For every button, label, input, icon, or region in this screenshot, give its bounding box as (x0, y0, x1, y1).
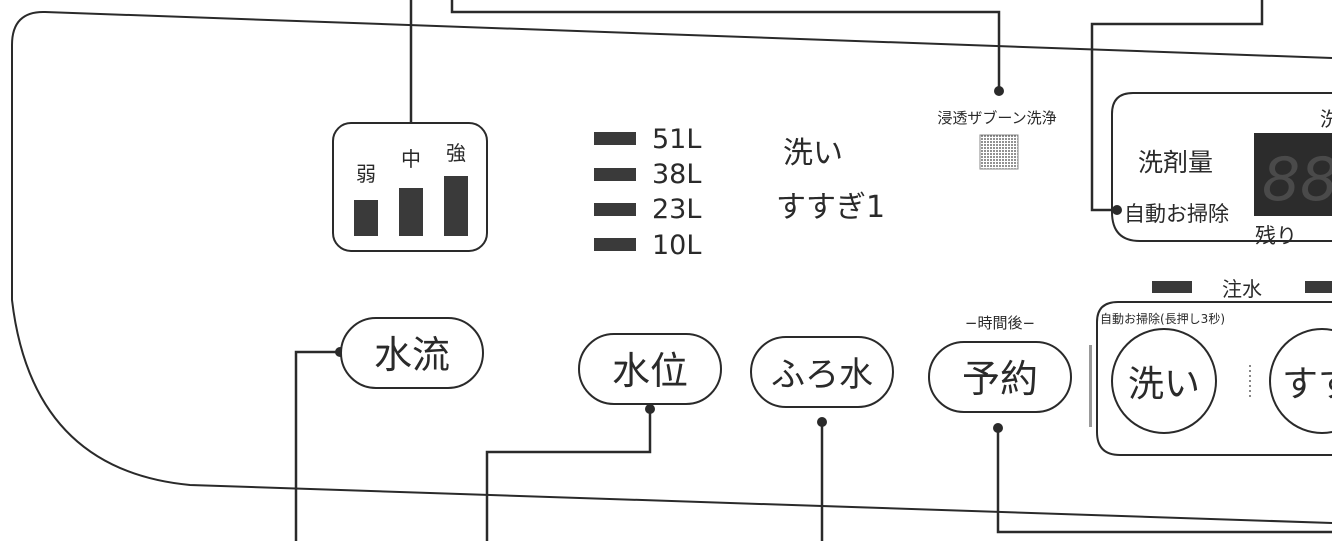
leader-dots (335, 86, 1122, 433)
wash-button[interactable]: 洗い (1111, 328, 1217, 434)
panel-outline (11, 10, 1332, 524)
water-fill-led (1152, 281, 1192, 293)
water-level-button[interactable]: 水位 (578, 333, 722, 405)
infiltration-label: 浸透ザブーン洗浄 (937, 109, 1056, 127)
water-level-button-label: 水位 (612, 349, 688, 393)
remaining-label: 残り (1255, 224, 1297, 248)
bath-water-button-label: ふろ水 (771, 355, 873, 395)
level-led-10 (594, 238, 636, 251)
rinse-button-label: すす (1282, 364, 1332, 405)
display-panel: 洗 洗剤量 自動お掃除 88 残り (1111, 92, 1332, 248)
detergent-label: 洗剤量 (1138, 148, 1213, 177)
timer-caption: −時間後− (965, 314, 1035, 332)
flow-button[interactable]: 水流 (340, 317, 484, 389)
flow-medium-label: 中 (401, 147, 421, 171)
level-led-38 (594, 168, 636, 181)
infiltration-indicator (979, 134, 1019, 170)
flow-bar-medium (399, 188, 423, 236)
course-wash-label: 洗い (783, 136, 843, 171)
level-label-51: 51L (652, 124, 701, 155)
separator-bar (1089, 345, 1092, 427)
auto-clean-hold-label: 自動お掃除(長押し3秒) (1100, 311, 1225, 326)
flow-bar-weak (354, 200, 378, 236)
level-led-23 (594, 203, 636, 216)
wash-button-label: 洗い (1128, 364, 1200, 405)
level-label-10: 10L (652, 230, 701, 261)
flow-button-label: 水流 (374, 333, 450, 377)
segment-display (1254, 133, 1332, 216)
flow-weak-label: 弱 (356, 162, 376, 186)
segment-digits: 88 (1262, 145, 1332, 215)
bath-water-button[interactable]: ふろ水 (750, 336, 894, 408)
flow-strong-label: 強 (446, 141, 466, 165)
flow-indicator: 弱 中 強 (332, 122, 488, 252)
flow-bar-strong (444, 176, 468, 236)
display-header: 洗 (1320, 107, 1332, 131)
level-label-23: 23L (652, 194, 701, 225)
reserve-button-label: 予約 (962, 357, 1038, 401)
level-led-51 (594, 132, 636, 145)
course-rinse-label: すすぎ1 (776, 190, 885, 225)
water-fill-label: 注水 (1222, 277, 1262, 301)
level-label-38: 38L (652, 159, 701, 190)
rinse-button[interactable]: すす (1269, 328, 1332, 434)
wash-rinse-group: 自動お掃除(長押し3秒) (1096, 301, 1332, 456)
water-level-list: 51L 38L 23L 10L (594, 124, 701, 261)
auto-clean-label: 自動お掃除 (1124, 202, 1229, 226)
reserve-button[interactable]: 予約 (928, 341, 1072, 413)
water-fill-led-right (1305, 281, 1332, 293)
leader-lines (294, 0, 1332, 541)
